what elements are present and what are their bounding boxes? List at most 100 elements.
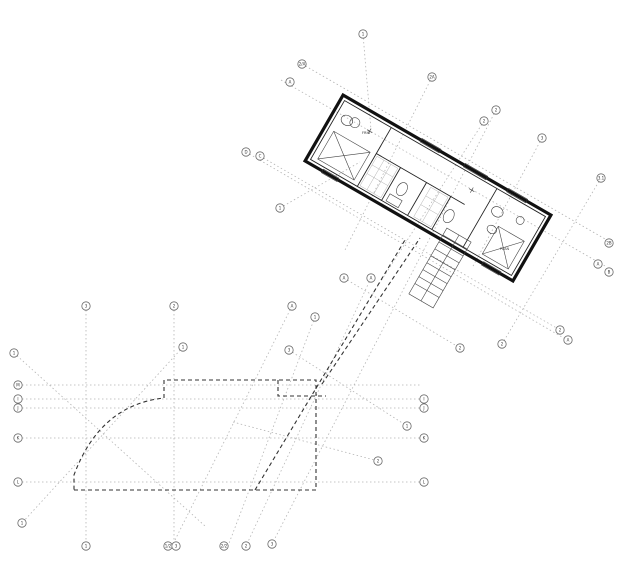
grid-bubble: A: [366, 273, 376, 283]
svg-text:2/2: 2/2: [221, 544, 228, 549]
svg-text:I: I: [17, 397, 18, 402]
window-marks: [320, 137, 529, 276]
svg-text:A: A: [567, 338, 570, 343]
bed-left: [317, 130, 371, 181]
grid-bubble: 2: [497, 339, 507, 349]
svg-text:2: 2: [559, 328, 562, 333]
room-note-2: PLAN: [500, 247, 510, 251]
grid-bubble: C: [255, 151, 265, 161]
grid-bubble: J: [419, 403, 429, 413]
svg-text:3: 3: [271, 542, 274, 547]
svg-text:2: 2: [495, 108, 498, 113]
grid-bubble: 1: [81, 541, 91, 551]
building-plan: [302, 92, 554, 284]
svg-text:2: 2: [501, 342, 504, 347]
svg-text:L: L: [17, 480, 20, 485]
svg-text:3: 3: [85, 304, 88, 309]
grid-bubble: D: [241, 147, 251, 157]
svg-text:2: 2: [377, 459, 380, 464]
svg-text:K: K: [423, 436, 426, 441]
grid-bubble: 2/A: [297, 59, 307, 69]
grid-bubble: 1/2: [163, 541, 173, 551]
svg-text:M: M: [16, 383, 20, 388]
structural-grid-lines: [13, 33, 613, 547]
svg-text:1: 1: [182, 345, 185, 350]
grid-bubble: 2/2: [219, 541, 229, 551]
grid-bubble: 3: [171, 541, 181, 551]
grid-bubble: L: [13, 477, 23, 487]
svg-text:1: 1: [406, 424, 409, 429]
svg-text:A: A: [343, 276, 346, 281]
svg-text:2: 2: [459, 346, 462, 351]
svg-text:I: I: [423, 397, 424, 402]
svg-text:A: A: [289, 80, 292, 85]
svg-text:B: B: [608, 270, 611, 275]
grid-bubble: 2: [241, 541, 251, 551]
svg-text:2/A: 2/A: [299, 62, 306, 67]
svg-text:L: L: [423, 480, 426, 485]
svg-text:C: C: [259, 154, 262, 159]
grid-bubble: 2: [455, 343, 465, 353]
grid-bubble: J: [13, 403, 23, 413]
svg-text:1: 1: [85, 544, 88, 549]
grid-bubbles: 1 2/A A 2A 2 2 D C 1 3 3.1 2B A B A A A …: [9, 29, 614, 551]
svg-text:1: 1: [362, 32, 365, 37]
svg-text:1: 1: [314, 315, 317, 320]
grid-bubble: 3.1: [596, 173, 606, 183]
svg-text:3: 3: [541, 136, 544, 141]
grid-bubble: A: [593, 259, 603, 269]
grid-bubble: 3: [284, 345, 294, 355]
svg-text:3.1: 3.1: [598, 176, 605, 181]
svg-text:1: 1: [13, 351, 16, 356]
decor-rugs: [340, 114, 504, 235]
svg-text:2A: 2A: [429, 75, 435, 80]
grid-bubble: 1: [178, 342, 188, 352]
bed-right: [481, 225, 525, 270]
grid-bubble: 1: [275, 203, 285, 213]
light-fixture-marks: [366, 128, 475, 193]
svg-text:2: 2: [245, 544, 248, 549]
svg-text:D: D: [244, 150, 247, 155]
grid-bubble: A: [285, 77, 295, 87]
svg-text:2: 2: [173, 304, 176, 309]
svg-text:2B: 2B: [606, 241, 612, 246]
grid-bubble: 3: [267, 539, 277, 549]
grid-bubble: 3: [81, 301, 91, 311]
grid-bubble: K: [419, 433, 429, 443]
svg-text:A: A: [597, 262, 600, 267]
grid-bubble: 2: [169, 301, 179, 311]
grid-bubble: 1: [9, 348, 19, 358]
plumbing-fixtures: [349, 117, 525, 225]
room-note-1: FRIG: [362, 131, 370, 135]
svg-text:J: J: [422, 406, 424, 411]
exterior-stair: [408, 227, 472, 309]
grid-bubble: I: [13, 394, 23, 404]
svg-text:K: K: [17, 436, 20, 441]
grid-bubble: L: [419, 477, 429, 487]
svg-text:1: 1: [279, 206, 282, 211]
grid-bubble: A: [287, 301, 297, 311]
svg-text:2: 2: [483, 119, 486, 124]
grid-bubble: 2: [373, 456, 383, 466]
svg-text:1: 1: [21, 521, 24, 526]
grid-bubble: K: [13, 433, 23, 443]
grid-bubble: 1: [310, 312, 320, 322]
grid-bubble: 2A: [427, 72, 437, 82]
grid-bubble: 1: [402, 421, 412, 431]
grid-bubble: B: [604, 267, 614, 277]
grid-bubble: 2: [479, 116, 489, 126]
svg-text:A: A: [291, 304, 294, 309]
svg-text:A: A: [370, 276, 373, 281]
grid-bubble: I: [419, 394, 429, 404]
grid-bubble: 1: [17, 518, 27, 528]
grid-bubble: A: [563, 335, 573, 345]
svg-text:3: 3: [175, 544, 178, 549]
grid-bubble: 2B: [604, 238, 614, 248]
grid-bubble: 1: [358, 29, 368, 39]
svg-text:1/2: 1/2: [165, 544, 172, 549]
grid-bubble: M: [13, 380, 23, 390]
dashed-footprint-outlines: [73, 237, 421, 491]
grid-bubble: 3: [537, 133, 547, 143]
grid-bubble: 2: [555, 325, 565, 335]
